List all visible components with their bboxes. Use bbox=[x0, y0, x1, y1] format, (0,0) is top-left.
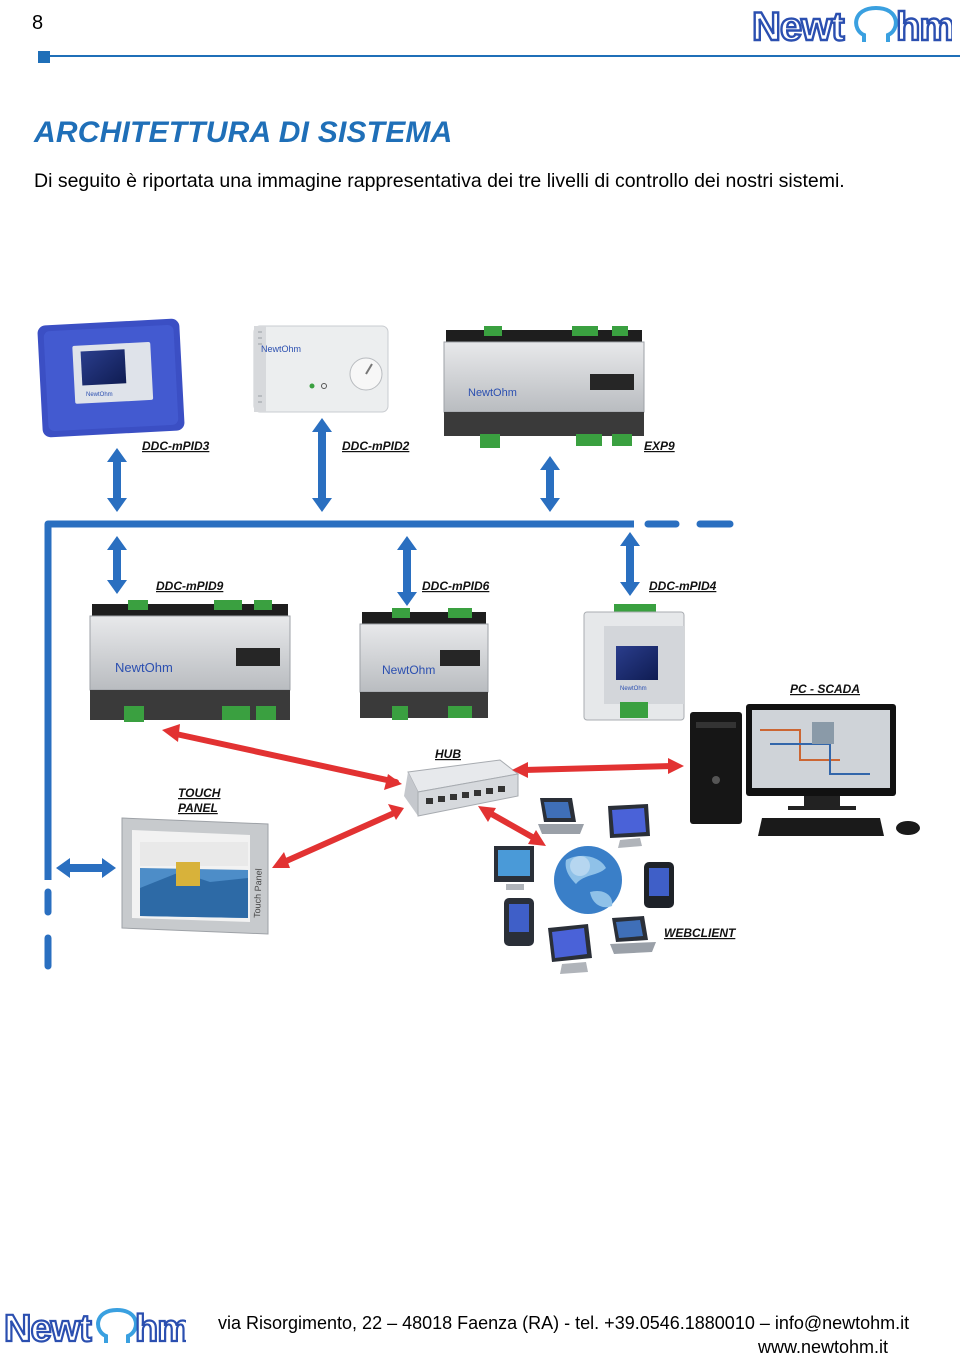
header-rule bbox=[44, 55, 960, 57]
label-pc-scada: PC - SCADA bbox=[790, 682, 860, 696]
footer-website[interactable]: www.newtohm.it bbox=[758, 1337, 889, 1357]
svg-text:NewtOhm: NewtOhm bbox=[86, 392, 113, 398]
exp9-device: NewtOhm bbox=[443, 326, 645, 448]
ddc-mpid6-device: NewtOhm bbox=[359, 608, 489, 720]
label-ddc-mpid6: DDC-mPID6 bbox=[422, 579, 490, 593]
footer-address: via Risorgimento, 22 – 48018 Faenza (RA)… bbox=[218, 1313, 910, 1333]
newtohm-logo: Newt hm bbox=[752, 4, 952, 48]
label-touch-panel-line2: PANEL bbox=[178, 801, 218, 815]
footer-newtohm-logo: Newt hm bbox=[4, 1307, 186, 1348]
label-ddc-mpid9: DDC-mPID9 bbox=[156, 579, 224, 593]
svg-text:NewtOhm: NewtOhm bbox=[468, 387, 517, 399]
touch-panel-side-label: Touch Panel bbox=[252, 868, 264, 918]
label-ddc-mpid3: DDC-mPID3 bbox=[142, 439, 210, 453]
svg-text:NewtOhm: NewtOhm bbox=[620, 686, 647, 692]
header-marker bbox=[38, 51, 50, 63]
system-architecture-diagram: NewtOhm NewtOhm NewtOhm bbox=[37, 318, 920, 974]
svg-text:hm: hm bbox=[896, 5, 952, 48]
touch-panel-device: Touch Panel bbox=[121, 817, 269, 935]
label-webclient: WEBCLIENT bbox=[664, 926, 737, 940]
svg-text:hm: hm bbox=[135, 1308, 186, 1348]
hub-device bbox=[404, 759, 520, 817]
ddc-mpid3-device: NewtOhm bbox=[37, 318, 185, 438]
svg-text:NewtOhm: NewtOhm bbox=[382, 663, 435, 677]
label-touch-panel-line1: TOUCH bbox=[178, 786, 221, 800]
pc-scada-device bbox=[690, 704, 920, 836]
label-exp9: EXP9 bbox=[644, 439, 675, 453]
svg-text:NewtOhm: NewtOhm bbox=[115, 660, 173, 675]
ddc-mpid2-device: NewtOhm bbox=[253, 325, 389, 413]
intro-text: Di seguito è riportata una immagine rapp… bbox=[34, 170, 845, 192]
label-ddc-mpid4: DDC-mPID4 bbox=[649, 579, 717, 593]
ddc-mpid4-device: NewtOhm bbox=[583, 604, 685, 721]
bus-arrows bbox=[56, 418, 640, 878]
webclient-cluster bbox=[494, 798, 674, 974]
svg-text:Newt: Newt bbox=[4, 1308, 92, 1348]
ethernet-links bbox=[162, 724, 684, 868]
label-ddc-mpid2: DDC-mPID2 bbox=[342, 439, 410, 453]
field-bus bbox=[44, 520, 734, 970]
ddc-mpid9-device: NewtOhm bbox=[89, 600, 291, 722]
page-title: ARCHITETTURA DI SISTEMA bbox=[34, 116, 453, 149]
label-hub: HUB bbox=[435, 747, 461, 761]
svg-text:Newt: Newt bbox=[752, 5, 844, 48]
page-number: 8 bbox=[32, 12, 44, 34]
svg-text:NewtOhm: NewtOhm bbox=[261, 344, 301, 354]
